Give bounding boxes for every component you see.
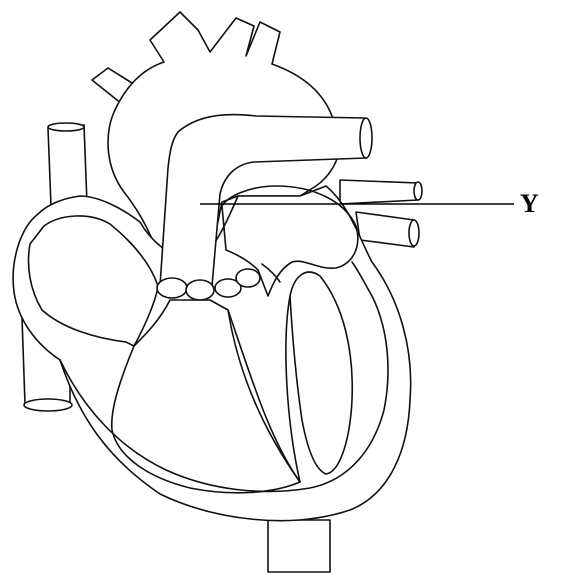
label-y: Y [520, 189, 539, 218]
descending-aorta [268, 520, 330, 572]
